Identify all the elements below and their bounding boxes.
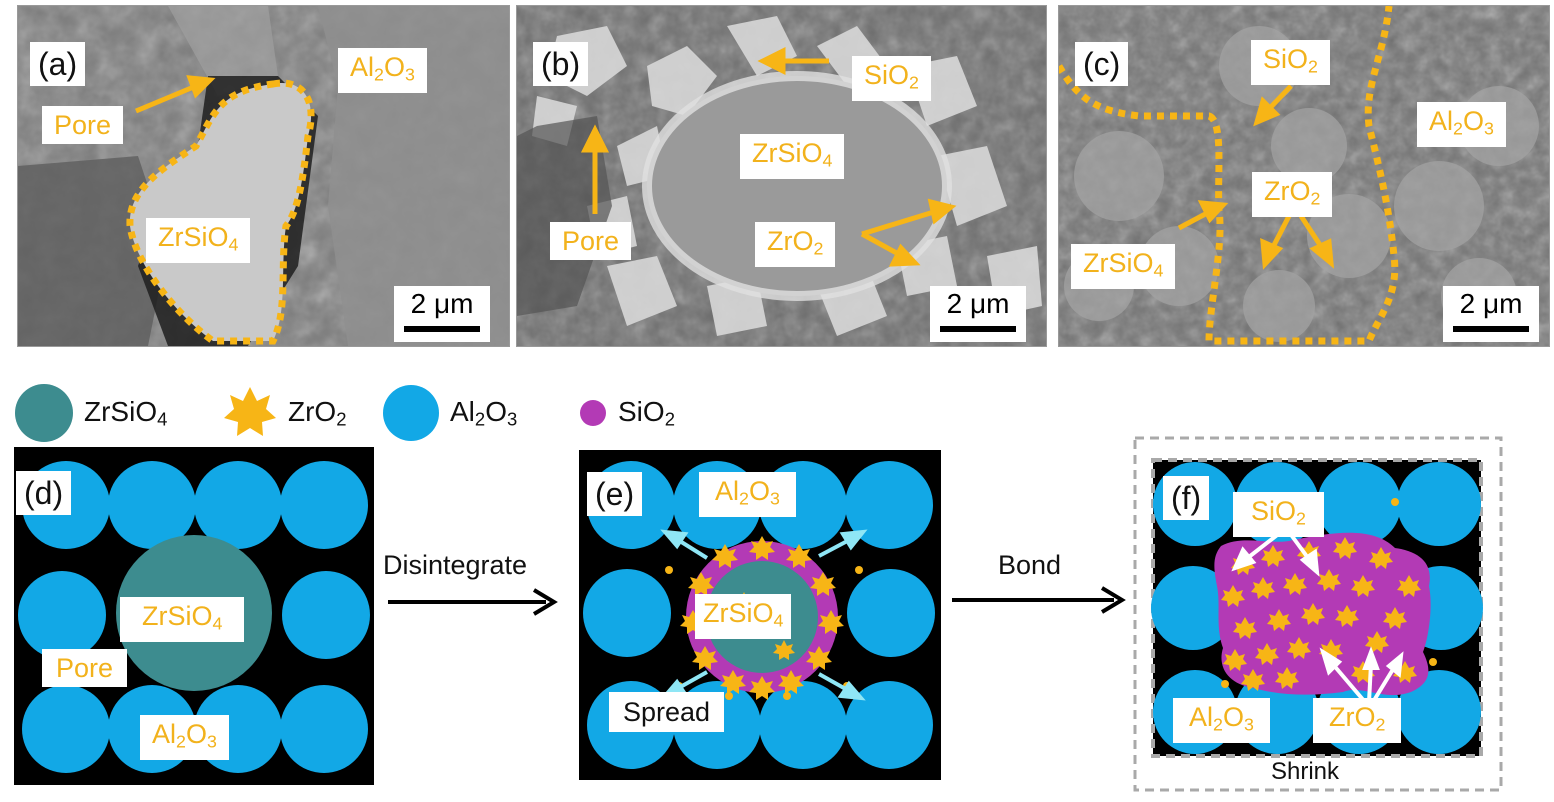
sio2-dot-icon bbox=[580, 400, 606, 426]
schematic-panel-f: (f) SiO2 Al2O3 ZrO2 Shrink bbox=[1133, 436, 1503, 792]
panel-tag-d: (d) bbox=[16, 471, 72, 515]
label-al2o3-f: Al2O3 bbox=[1173, 698, 1270, 744]
schematic-panel-d: (d) ZrSiO4 Pore Al2O3 bbox=[14, 447, 374, 785]
zro2-star-icon bbox=[224, 387, 276, 436]
label-zrsio4-e: ZrSiO4 bbox=[695, 594, 792, 640]
disintegrate-arrow-icon bbox=[388, 588, 558, 616]
grain-boundary-a bbox=[126, 79, 315, 345]
step-label-bond: Bond bbox=[998, 550, 1062, 580]
label-zro2-c: ZrO2 bbox=[1252, 172, 1333, 218]
label-zrsio4-b: ZrSiO4 bbox=[740, 134, 845, 180]
legend-label-al2o3: Al2O3 bbox=[450, 395, 518, 430]
schematic-panel-e: (e) Al2O3 ZrSiO4 Spread bbox=[579, 450, 941, 780]
sem-texture-a bbox=[18, 6, 509, 346]
sem-panel-a: (a) Pore ZrSiO4 Al2O3 2 μm bbox=[17, 5, 510, 347]
scale-bar-b: 2 μm bbox=[930, 286, 1026, 342]
label-sio2-c: SiO2 bbox=[1251, 40, 1330, 86]
legend-item-al2o3: Al2O3 bbox=[382, 385, 518, 441]
al2o3-particles-d bbox=[18, 461, 370, 773]
shrink-outer-frame bbox=[1133, 436, 1503, 792]
spread-arrows-e bbox=[660, 529, 868, 701]
sem-texture-b bbox=[517, 6, 1046, 346]
sio2-particles-b bbox=[532, 16, 1042, 336]
scale-bar-a: 2 μm bbox=[394, 286, 490, 342]
label-pore-d: Pore bbox=[42, 649, 128, 687]
legend-label-zrsio4: ZrSiO4 bbox=[84, 395, 168, 430]
al2o3-circle-icon bbox=[383, 385, 439, 441]
label-al2o3-c: Al2O3 bbox=[1417, 102, 1506, 148]
zrsio4-circle-icon bbox=[15, 384, 73, 442]
legend-item-zro2: ZrO2 bbox=[222, 387, 347, 438]
legend-label-sio2: SiO2 bbox=[618, 395, 675, 430]
legend-item-sio2: SiO2 bbox=[578, 388, 675, 438]
zrsio4-grain-a bbox=[129, 83, 312, 342]
pointer-arrows-f bbox=[1231, 530, 1404, 704]
scale-bar-c: 2 μm bbox=[1443, 286, 1539, 342]
panel-tag-b: (b) bbox=[533, 42, 589, 86]
label-zrsio4-c: ZrSiO4 bbox=[1071, 244, 1176, 290]
label-al2o3-a: Al2O3 bbox=[338, 48, 427, 94]
panel-tag-e: (e) bbox=[587, 472, 643, 516]
legend-label-zro2: ZrO2 bbox=[288, 395, 347, 430]
label-shrink-f: Shrink bbox=[1271, 758, 1340, 785]
label-pore-b: Pore bbox=[550, 222, 632, 260]
panel-tag-f: (f) bbox=[1163, 476, 1210, 520]
legend-item-zrsio4: ZrSiO4 bbox=[14, 384, 168, 442]
grain-boundary-c bbox=[1059, 6, 1399, 345]
label-zro2-f: ZrO2 bbox=[1313, 698, 1402, 744]
label-zrsio4-d: ZrSiO4 bbox=[120, 597, 245, 643]
label-sio2-b: SiO2 bbox=[852, 56, 931, 102]
label-spread-e: Spread bbox=[609, 692, 725, 732]
panel-tag-a: (a) bbox=[30, 42, 86, 86]
label-zrsio4-a: ZrSiO4 bbox=[146, 218, 251, 264]
bond-arrow-icon bbox=[952, 586, 1126, 614]
label-al2o3-e: Al2O3 bbox=[699, 472, 796, 518]
step-label-disintegrate: Disintegrate bbox=[383, 550, 528, 580]
label-al2o3-d: Al2O3 bbox=[140, 715, 229, 761]
label-zro2-b: ZrO2 bbox=[755, 222, 836, 268]
pore-arrow-a bbox=[135, 75, 216, 114]
sem-panel-c: (c) SiO2 Al2O3 ZrO2 ZrSiO4 2 μm bbox=[1058, 5, 1550, 347]
label-arrows-b bbox=[580, 46, 957, 267]
label-pore-a: Pore bbox=[42, 106, 124, 144]
panel-tag-c: (c) bbox=[1075, 42, 1129, 86]
sem-panel-b: (b) SiO2 ZrSiO4 Pore ZrO2 2 μm bbox=[516, 5, 1047, 347]
label-arrows-c bbox=[1177, 84, 1335, 270]
label-sio2-f: SiO2 bbox=[1233, 492, 1324, 538]
